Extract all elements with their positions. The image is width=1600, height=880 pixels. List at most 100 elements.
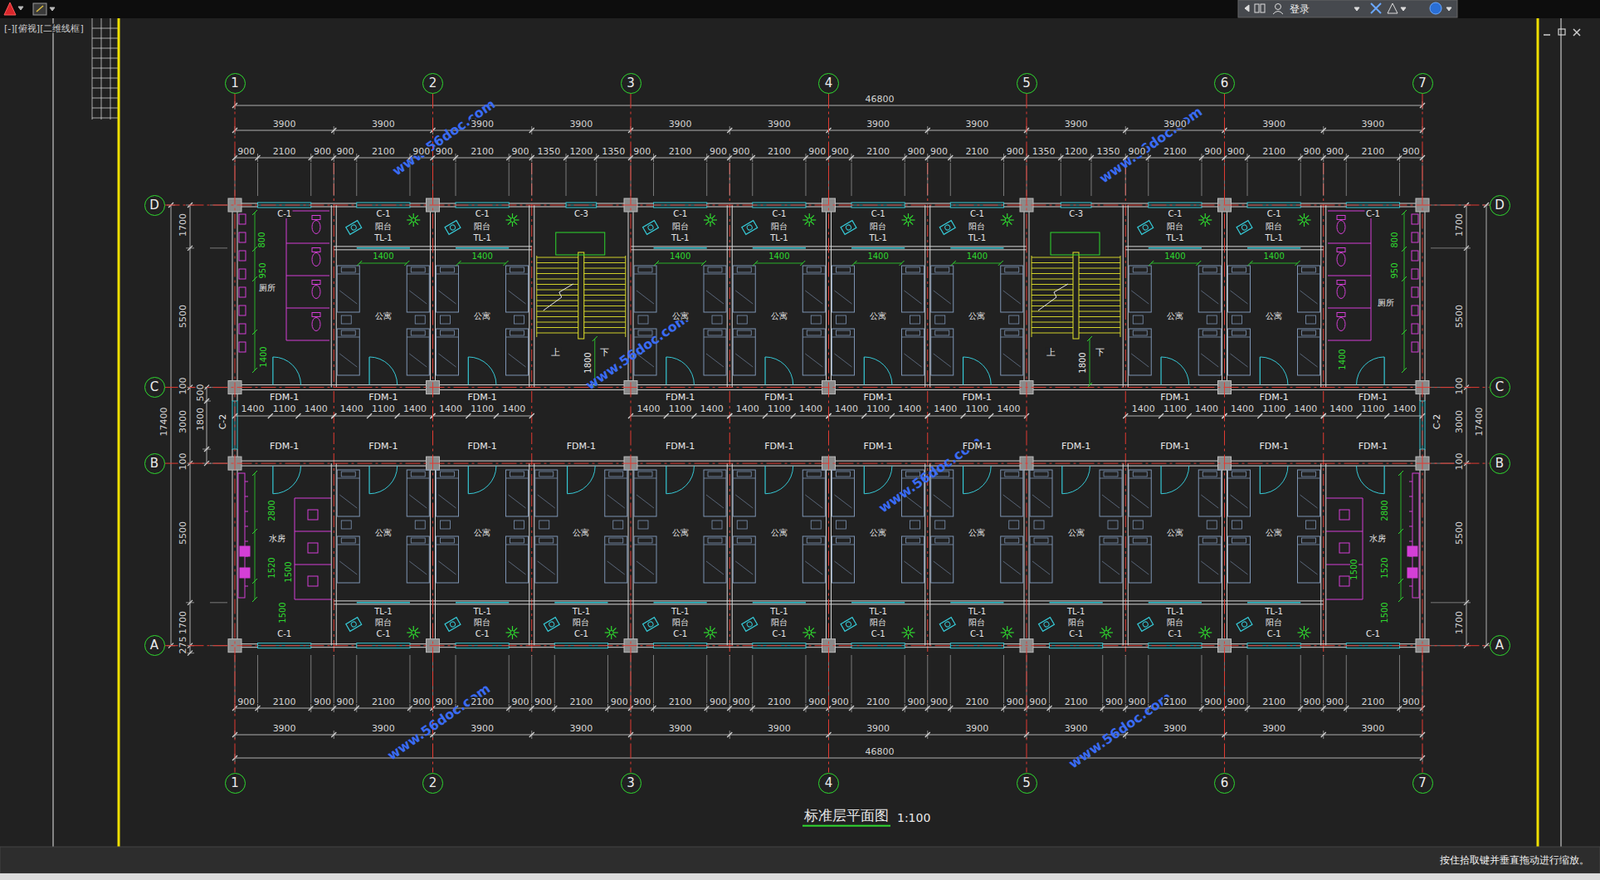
window-tag: C-1	[870, 209, 887, 219]
title-bar	[36, 5, 44, 12]
room-dimension-line	[755, 263, 803, 264]
door-swing	[1356, 465, 1386, 494]
room-dimension-line	[953, 263, 1001, 264]
bed-symbol	[414, 520, 425, 529]
dimension-text: 2100	[1360, 697, 1386, 707]
wall-line	[433, 603, 532, 605]
dimension-text: 1800	[195, 406, 205, 432]
dimension-text: 1400	[834, 404, 859, 414]
room-name: 公寓	[1165, 312, 1185, 321]
bed-symbol	[604, 478, 628, 479]
wall-line	[1325, 463, 1327, 646]
bed-symbol	[537, 560, 556, 575]
dimension-line	[1147, 162, 1149, 196]
window-tag: C-1	[276, 209, 293, 219]
dimension-text: 3900	[668, 723, 693, 733]
corridor-dimension-line	[433, 415, 532, 417]
bed-symbol	[406, 544, 430, 546]
bed-symbol	[1198, 265, 1221, 313]
dimension-text: 900	[1302, 697, 1322, 707]
wall-line	[927, 603, 1027, 605]
corridor-dimension-line	[1323, 415, 1423, 417]
door-tag: FDM-1	[961, 441, 993, 451]
bed-symbol	[336, 273, 360, 275]
room-name: 厕所	[258, 283, 277, 293]
axis-line	[1422, 93, 1424, 773]
corridor-dimension-line	[1384, 413, 1390, 419]
bed-symbol	[931, 536, 954, 583]
dimension-text: 1400	[932, 404, 958, 414]
dimension-text: 900	[906, 697, 926, 707]
dimension-line	[310, 654, 312, 703]
dimension-text: 1400	[996, 404, 1022, 414]
bed-symbol	[341, 267, 356, 273]
dimension-line	[455, 162, 457, 196]
wall-line	[333, 603, 433, 605]
bed-symbol	[707, 471, 722, 477]
bed-symbol	[414, 315, 425, 324]
bed-symbol	[732, 265, 756, 313]
dimension-text: 1100	[766, 404, 792, 414]
bed-symbol	[906, 267, 921, 273]
bed-symbol	[1009, 315, 1020, 324]
balcony-fixture	[906, 630, 911, 635]
toilet-fixture	[244, 526, 249, 527]
balcony-fixture	[350, 224, 357, 231]
corridor-dimension-line	[1356, 413, 1362, 419]
dimension-line	[804, 703, 806, 713]
bed-symbol	[1232, 520, 1243, 529]
stair-symbol	[1120, 255, 1122, 337]
drawing-caption: 标准层平面图	[802, 807, 891, 827]
balcony-fixture	[1137, 220, 1154, 235]
room-dimension-line	[800, 260, 805, 266]
toilet-fixture	[1339, 542, 1350, 553]
balcony-fixture	[1203, 218, 1208, 223]
bed-symbol	[609, 537, 624, 543]
dimension-line	[926, 730, 928, 739]
bed-symbol	[1000, 265, 1024, 313]
stair-symbol	[1031, 255, 1033, 337]
dimension-text: 1100	[1162, 404, 1188, 414]
window-buttons	[1543, 34, 1551, 36]
dimension-line	[310, 153, 312, 162]
dimension-line	[1430, 601, 1463, 603]
balcony-fixture	[1137, 220, 1154, 235]
bed-symbol	[732, 469, 756, 517]
dimension-line	[926, 162, 928, 196]
dimension-line	[508, 654, 510, 703]
toilet-fixture	[244, 511, 249, 513]
room-name: 阳台	[671, 618, 690, 627]
bed-symbol	[707, 537, 722, 543]
dimension-line	[950, 703, 952, 713]
window-tag: TL-1	[1263, 234, 1283, 243]
stair-direction: 下	[1094, 347, 1106, 357]
wall-line	[331, 463, 332, 646]
room-dimension-line	[1398, 596, 1404, 602]
window-tag: C-1	[474, 209, 491, 219]
wall-line	[1424, 204, 1426, 388]
dimension-text: 3900	[568, 119, 594, 129]
room-dimension-line	[701, 260, 707, 266]
dimension-line	[950, 153, 952, 162]
door-swing	[369, 465, 398, 494]
room-name: 公寓	[967, 312, 986, 321]
room-dimension-line	[1401, 276, 1407, 282]
bed-symbol	[735, 290, 753, 304]
bed-symbol	[336, 265, 360, 313]
bed-symbol	[706, 290, 724, 304]
bed-symbol	[1099, 478, 1122, 479]
dimension-text: 2100	[766, 146, 792, 157]
room-name: 公寓	[473, 528, 492, 537]
door-swing	[1384, 356, 1386, 386]
window-symbol	[455, 601, 509, 604]
dimension-line	[209, 601, 228, 603]
axis-number: B	[1495, 457, 1504, 470]
dimension-text: 3900	[370, 119, 396, 129]
dimension-text: 3900	[1360, 119, 1386, 129]
dimension-text: 3900	[370, 723, 396, 733]
bed-symbol	[933, 494, 952, 508]
viewport-border	[92, 78, 119, 79]
dimension-text: 900	[1226, 146, 1246, 157]
